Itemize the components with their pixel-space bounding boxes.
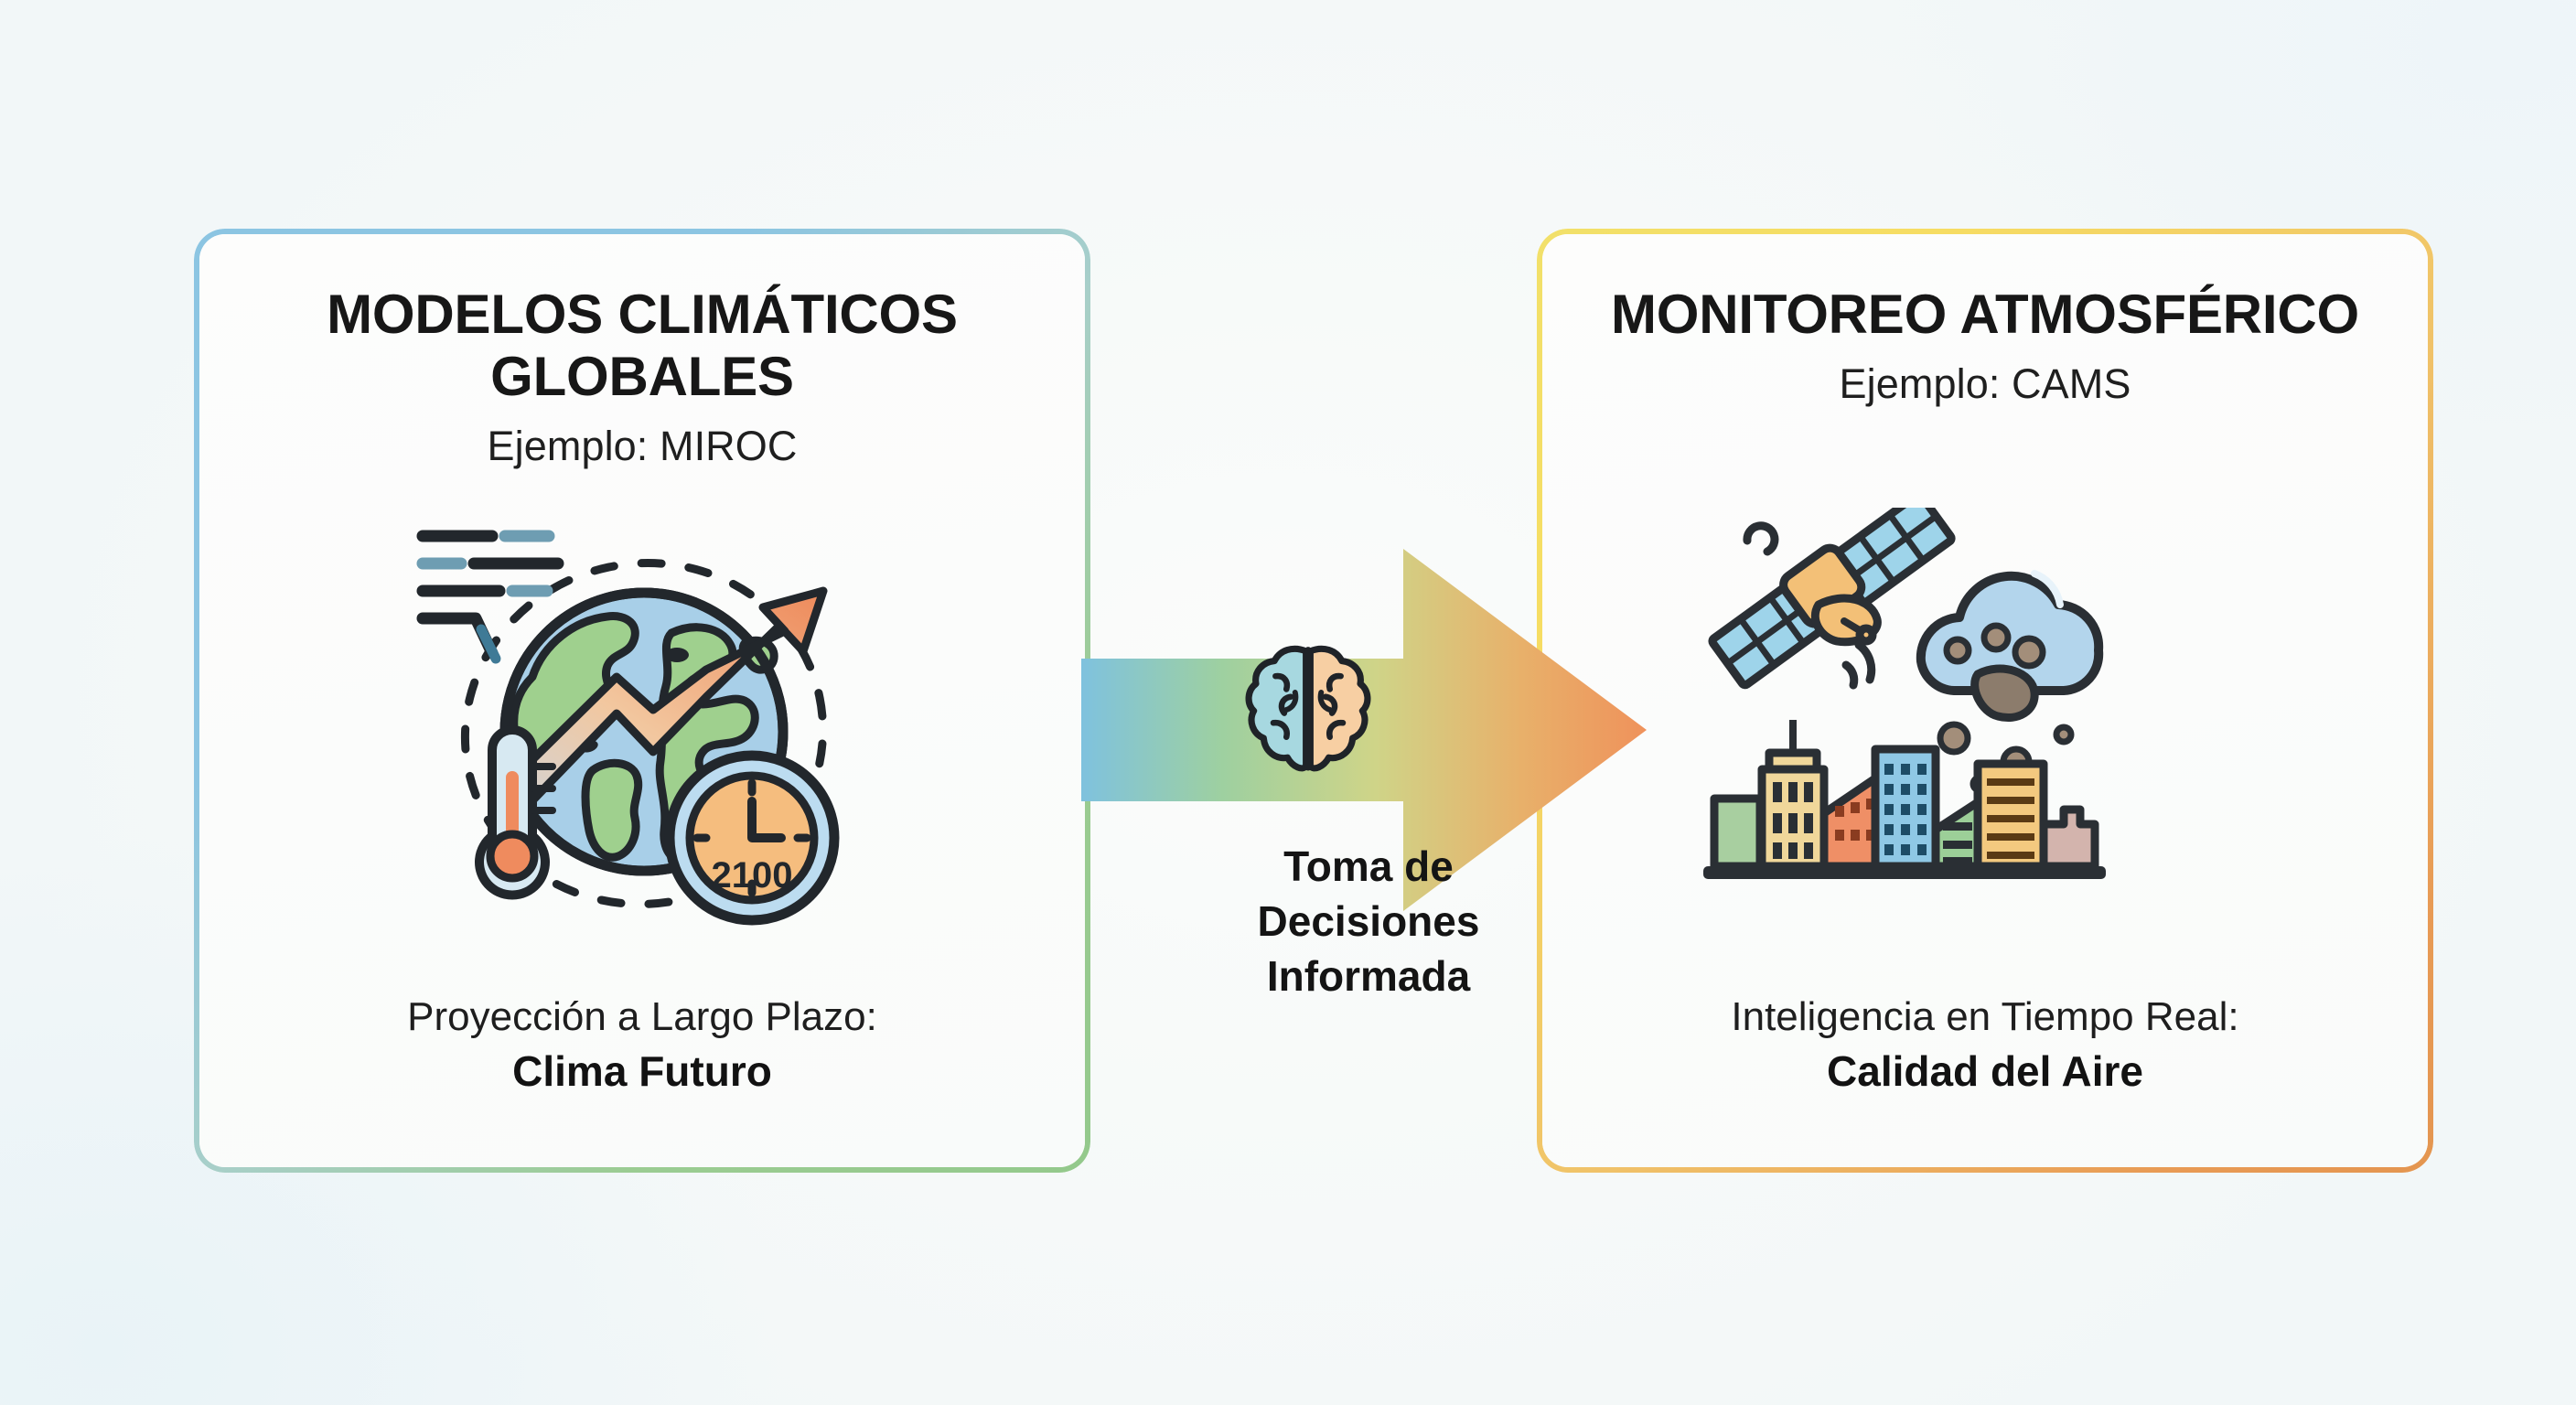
data-readout-lines [416,530,564,664]
satellite-signal-waves [1841,640,1876,690]
brain-icon [1245,645,1371,772]
air-quality-monitoring-icon [1703,507,2106,879]
card-right-example: Ejemplo: CAMS [1839,359,2131,407]
card-left-icon-wrap: 2100 [242,470,1043,992]
card-global-climate-models[interactable]: MODELOS CLIMÁTICOS GLOBALES Ejemplo: MIR… [194,229,1090,1173]
clock-year-text: 2100 [712,855,793,896]
card-left-footer: Proyección a Largo Plazo: Clima Futuro [407,992,877,1130]
card-atmospheric-monitoring[interactable]: MONITOREO ATMOSFÉRICO Ejemplo: CAMS [1537,229,2433,1173]
climate-globe-icon: 2100 [416,530,840,926]
connector-label-line3: Informada [1266,951,1471,1000]
connector-label-line2: Decisiones [1257,896,1480,945]
card-right-icon-wrap [1584,408,2386,992]
orbit-dashed-ring [460,558,828,908]
card-right-footer: Inteligencia en Tiempo Real: Calidad del… [1731,992,2238,1130]
card-left-footer-value: Clima Futuro [512,1046,772,1095]
pollution-cloud-icon [1916,569,2104,722]
connector-label-line1: Toma de [1283,842,1454,890]
card-left-footer-label: Proyección a Largo Plazo: [407,993,877,1039]
card-left-title: MODELOS CLIMÁTICOS GLOBALES [327,284,958,407]
city-skyline-icon [1703,719,2106,879]
thermometer-icon [475,724,556,900]
card-right-footer-value: Calidad del Aire [1827,1046,2143,1095]
connector-label: Toma de Decisiones Informada [1103,840,1634,1003]
card-right-title: MONITOREO ATMOSFÉRICO [1610,284,2360,345]
clock-2100-icon: 2100 [664,750,840,926]
card-left-example: Ejemplo: MIROC [487,422,798,469]
satellite-icon [1708,507,1956,689]
card-right-footer-label: Inteligencia en Tiempo Real: [1731,993,2239,1039]
